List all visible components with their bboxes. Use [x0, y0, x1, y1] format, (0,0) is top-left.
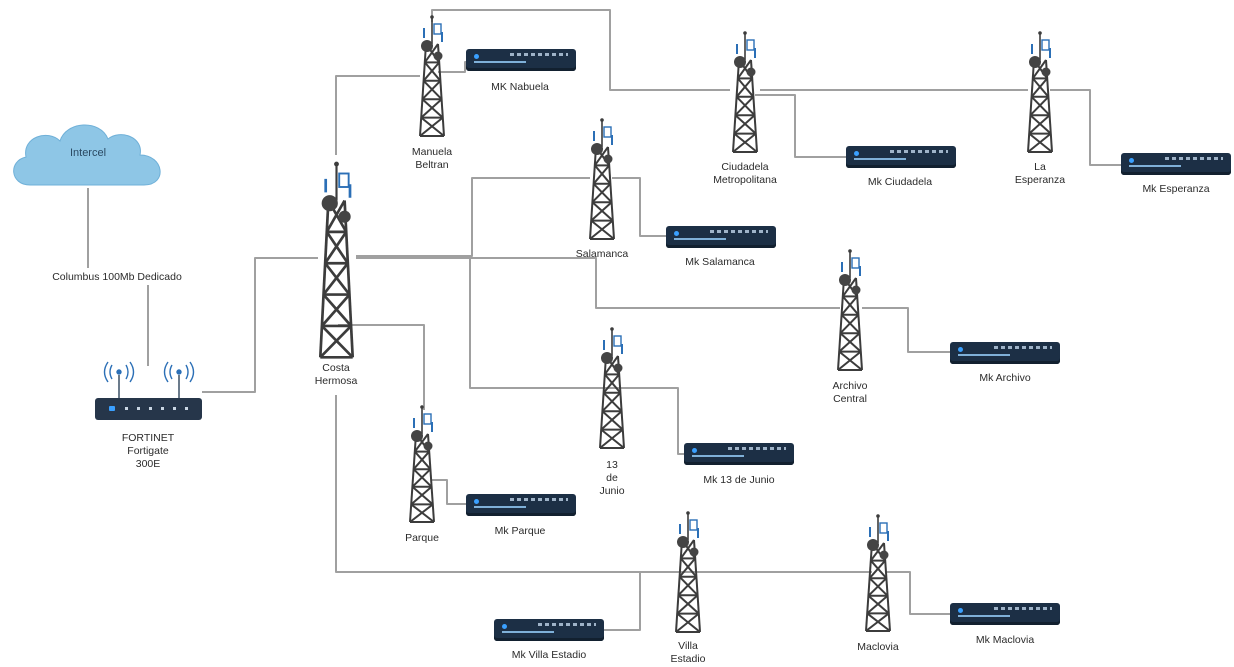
router-maclovia-label: Mk Maclovia	[975, 634, 1035, 646]
wifi-right-waves	[163, 361, 195, 383]
tower-archivo-central	[837, 249, 863, 371]
router-esperanza-label: Mk Esperanza	[1142, 183, 1210, 195]
tower-label-line: Salamanca	[575, 248, 629, 260]
tower-label-line: Central	[833, 393, 867, 405]
tower-costa-hermosa	[318, 161, 354, 359]
link-esperanza-router	[1050, 89, 1122, 166]
tower-label-line: 13	[606, 459, 618, 471]
firewall-ports	[125, 407, 191, 410]
router-trece-junio-label: Mk 13 de Junio	[703, 474, 775, 486]
tower-label-line: La	[1034, 161, 1046, 173]
tower-label-line: Hermosa	[314, 375, 358, 387]
tower-parque	[409, 405, 435, 523]
tower-label-line: Ciudadela	[721, 161, 769, 173]
tower-label-line: Estadio	[670, 653, 706, 665]
firewall-device	[95, 398, 202, 420]
tower-label-line: Archivo	[832, 380, 868, 392]
router-villa-estadio-label: Mk Villa Estadio	[511, 649, 587, 661]
tower-label-line: Junio	[599, 485, 625, 497]
router-salamanca	[666, 226, 776, 248]
tower-label-line: Beltran	[415, 159, 449, 171]
firewall-label-line2: Fortigate	[127, 445, 169, 457]
tower-label-parque: Parque	[405, 532, 439, 545]
wifi-left-dot	[116, 369, 122, 375]
tower-label-line: Manuela	[411, 146, 453, 158]
cloud-label: Intercel	[69, 147, 107, 159]
firewall-label-line3: 300E	[135, 458, 161, 470]
wifi-left-waves	[103, 361, 135, 383]
link-costa-parque	[338, 324, 425, 410]
tower-label-maclovia: Maclovia	[857, 641, 898, 654]
router-maclovia	[950, 603, 1060, 625]
tower-label-line: de	[606, 472, 618, 484]
tower-ciudadela	[732, 31, 758, 153]
wifi-right-dot	[176, 369, 182, 375]
link-costa-salamanca	[356, 177, 590, 257]
tower-label-line: Parque	[405, 532, 439, 544]
link-salamanca-router	[612, 177, 668, 237]
router-ciudadela-label: Mk Ciudadela	[867, 176, 933, 188]
uplink-label: Columbus 100Mb Dedicado	[52, 271, 182, 283]
tower-trece-junio	[599, 327, 625, 449]
router-ciudadela	[846, 146, 956, 168]
tower-villa-estadio	[675, 511, 701, 633]
tower-label-line: Metropolitana	[713, 174, 777, 186]
router-parque	[466, 494, 576, 516]
router-villa-estadio	[494, 619, 604, 641]
router-nabuela	[466, 49, 576, 71]
tower-maclovia	[865, 514, 891, 632]
link-manuela-ciudadela	[431, 9, 730, 91]
router-archivo-label: Mk Archivo	[979, 372, 1031, 384]
tower-label-line: Esperanza	[1014, 174, 1066, 186]
router-parque-label: Mk Parque	[494, 525, 546, 537]
link-firewall-costa	[202, 257, 318, 393]
tower-label-line: Maclovia	[857, 641, 899, 653]
tower-la-esperanza	[1027, 31, 1053, 153]
router-salamanca-label: Mk Salamanca	[685, 256, 755, 268]
link-maclovia-router	[886, 571, 952, 615]
cloud-icon	[13, 124, 161, 186]
router-nabuela-label: MK Nabuela	[491, 81, 549, 93]
tower-manuela-beltran	[419, 15, 445, 137]
router-trece-junio	[684, 443, 794, 465]
link-costa-manuela	[335, 75, 420, 155]
link-parque-router	[432, 479, 467, 505]
link-villa-router	[604, 572, 641, 631]
tower-label-salamanca: Salamanca	[576, 248, 629, 261]
link-ciudadela-router	[755, 94, 848, 158]
firewall-label-line1: FORTINET	[121, 432, 175, 444]
tower-label-line: Villa	[678, 640, 698, 652]
router-archivo	[950, 342, 1060, 364]
firewall-led	[109, 406, 115, 411]
tower-label-line: Costa	[322, 362, 350, 374]
router-esperanza	[1121, 153, 1231, 175]
link-archivo-router	[862, 307, 952, 353]
firewall-label: FORTINET Fortigate 300E	[122, 432, 174, 471]
link-costa-junio	[469, 258, 686, 455]
tower-salamanca	[589, 118, 615, 240]
link-costa-archivo	[356, 257, 840, 309]
